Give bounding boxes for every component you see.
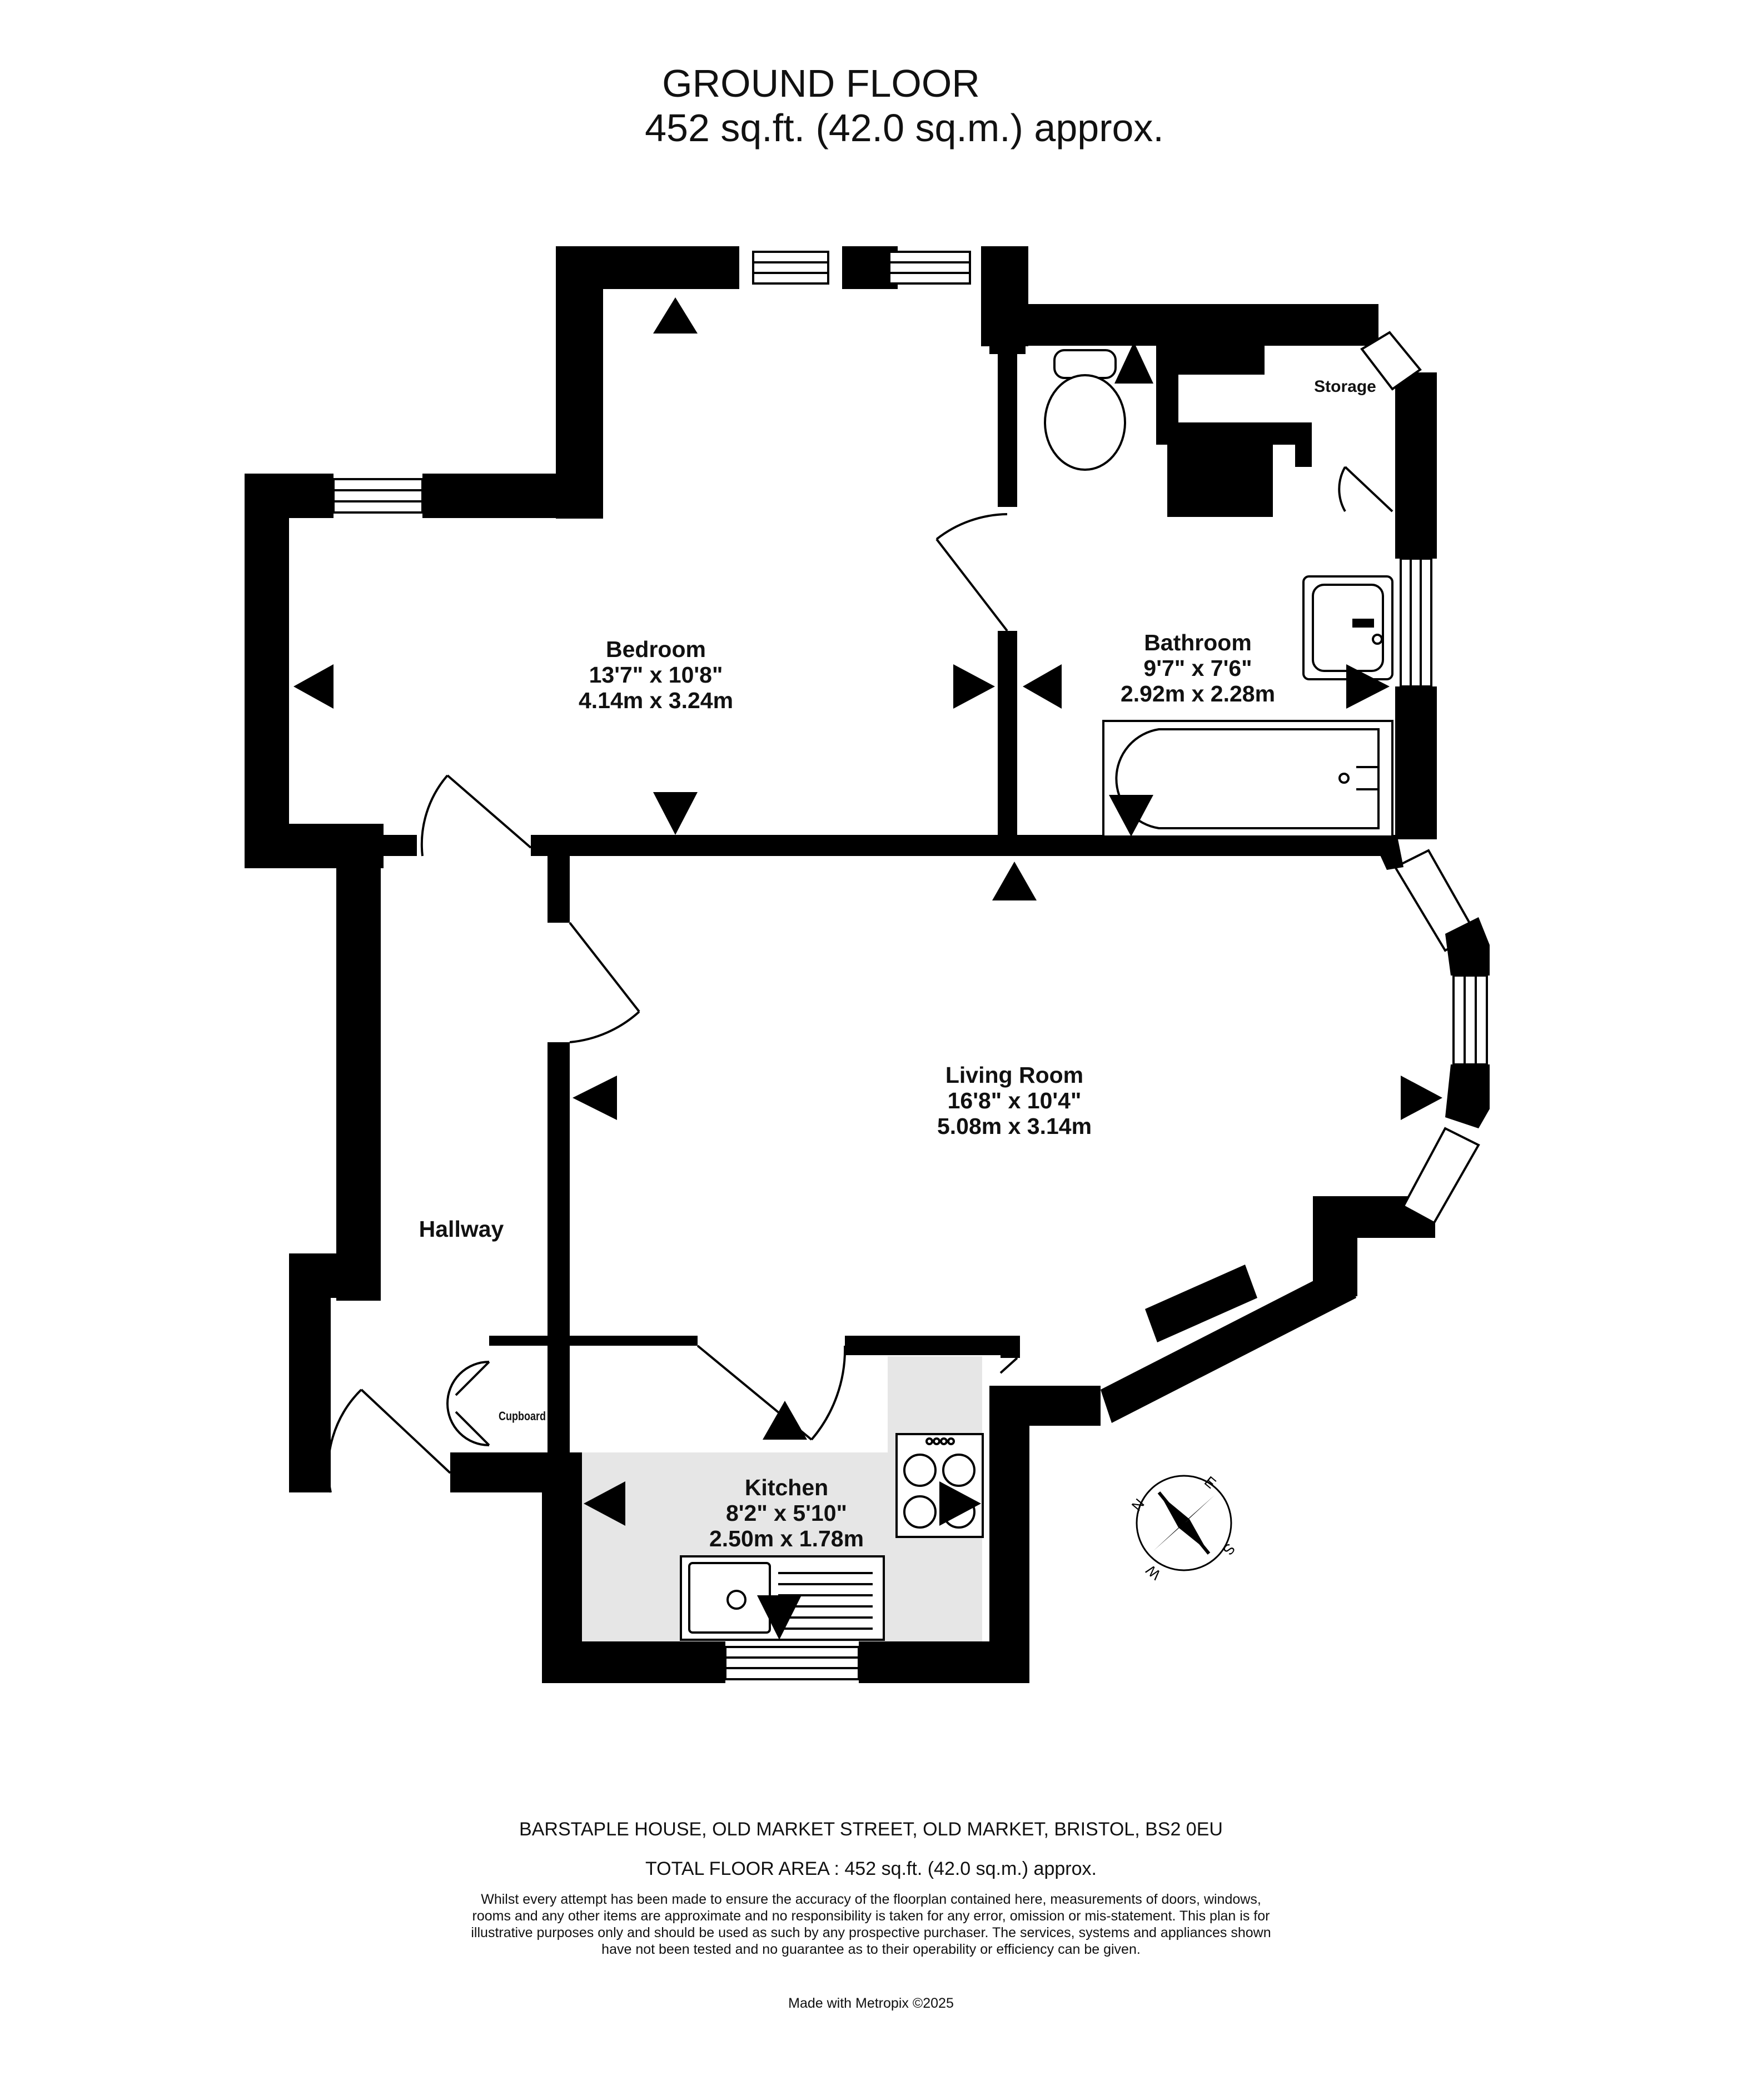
window-bedroom-top-left [752,251,829,285]
kitchen-name: Kitchen [745,1475,828,1500]
floor-area-subtitle: 452 sq.ft. (42.0 sq.m.) approx. [645,106,1164,150]
windows [332,251,1488,1680]
kitchen-imperial: 8'2" x 5'10" [726,1500,847,1526]
door-bathroom [935,513,1008,632]
compass-rose: N E S W [1128,1473,1239,1584]
storage-name: Storage [1314,377,1376,396]
bathroom-metric: 2.92m x 2.28m [1121,681,1275,706]
bedroom-imperial: 13'7" x 10'8" [589,662,723,688]
door-living-hallway [569,922,640,1043]
cupboard-name: Cupboard [499,1409,546,1423]
washbasin [1302,575,1393,680]
window-storage-corner [1360,331,1422,391]
window-bedroom-top-right [888,251,971,285]
living-room-name: Living Room [945,1062,1083,1088]
total-floor-area: TOTAL FLOOR AREA : 452 sq.ft. (42.0 sq.m… [645,1858,1097,1879]
bay-pillars [1373,839,1490,1128]
living-room-imperial: 16'8" x 10'4" [948,1088,1082,1113]
window-living-lower [1402,1127,1480,1225]
bedroom-metric: 4.14m x 3.24m [579,688,733,713]
bathtub [1102,720,1393,838]
property-address: BARSTAPLE HOUSE, OLD MARKET STREET, OLD … [519,1819,1223,1840]
walls [245,246,1437,1683]
bedroom-name: Bedroom [606,636,706,662]
bathroom-name: Bathroom [1144,630,1252,655]
window-living-middle [1452,974,1488,1066]
kitchen-metric: 2.50m x 1.78m [709,1526,864,1551]
hallway-name: Hallway [419,1216,504,1242]
door-bedroom-hallway [420,774,532,857]
disclaimer: Whilst every attempt has been made to en… [471,1892,1271,1957]
door-cupboard [446,1361,490,1446]
window-kitchen [724,1646,860,1680]
made-with-credit: Made with Metropix ©2025 [788,1996,954,2011]
kitchen-sink [680,1555,885,1641]
door-entrance [327,1389,451,1493]
dimension-arrows [293,297,1442,1640]
living-room-metric: 5.08m x 3.14m [937,1113,1092,1139]
floor-title: GROUND FLOOR [662,62,980,105]
doors [327,466,1393,1493]
toilet [1044,349,1126,471]
window-bathroom-right [1400,558,1432,688]
bathroom-imperial: 9'7" x 7'6" [1143,655,1252,681]
door-storage [1338,466,1393,512]
window-bedroom-left [332,478,424,514]
